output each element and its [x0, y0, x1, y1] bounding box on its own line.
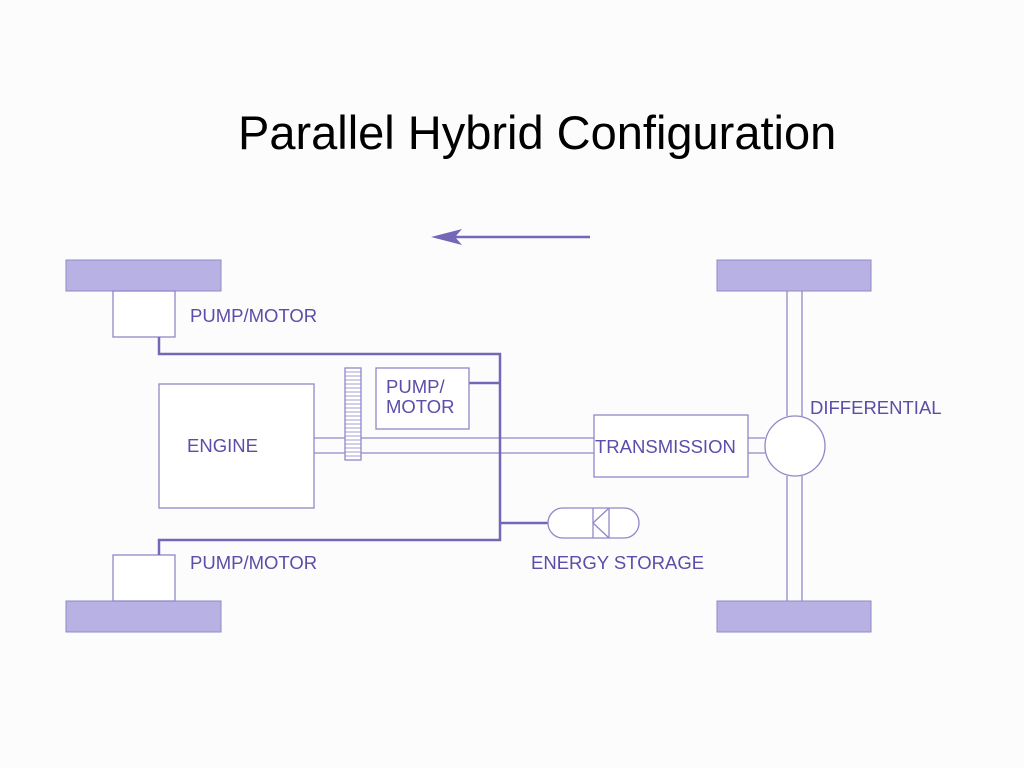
engine-label: ENGINE — [187, 435, 258, 456]
rear-left-wheel — [65, 600, 222, 633]
differential-label: DIFFERENTIAL — [810, 397, 942, 418]
pump-motor-bottom-label: PUMP/MOTOR — [190, 552, 317, 573]
transmission-box — [593, 414, 749, 478]
pump-motor-mid-label-line1: PUMP/ — [386, 376, 445, 397]
pump-motor-mid-label-line2: MOTOR — [386, 396, 455, 417]
axle-shaft — [786, 291, 803, 601]
energy-storage-label: ENERGY STORAGE — [531, 552, 704, 573]
pump-motor-bottom-box — [112, 554, 176, 602]
front-left-wheel — [65, 259, 222, 292]
energy-storage-icon — [547, 507, 640, 539]
output-shaft — [748, 437, 765, 454]
front-right-wheel — [716, 259, 872, 292]
pump-motor-top-box — [112, 290, 176, 338]
transmission-label: TRANSMISSION — [595, 436, 736, 457]
pump-motor-mid-box — [375, 367, 470, 430]
rear-right-wheel — [716, 600, 872, 633]
hydraulic-lines — [157, 337, 548, 555]
pump-motor-top-label: PUMP/MOTOR — [190, 305, 317, 326]
gear — [344, 367, 362, 461]
direction-arrow — [431, 229, 590, 245]
slide-title: Parallel Hybrid Configuration — [238, 106, 837, 159]
differential-circle — [764, 415, 826, 477]
engine-box — [158, 383, 315, 509]
